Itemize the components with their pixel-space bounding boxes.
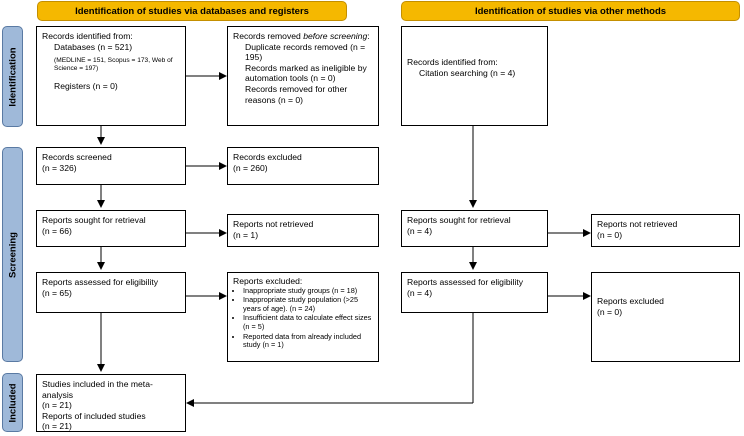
other-citation-searching: Citation searching (n = 4) [419,67,516,78]
other-reports-excluded-box: Reports excluded (n = 0) [591,272,740,362]
other-records-identified-title: Records identified from: [407,57,498,67]
records-databases: Databases (n = 521) [54,41,133,52]
reports-included-count: (n = 21) [42,421,72,432]
header-other-methods: Identification of studies via other meth… [401,1,740,21]
records-removed-title-em: before screening [303,31,368,41]
phase-screening: Screening [2,147,23,362]
reports-sought-box: Reports sought for retrieval (n = 66) [36,210,186,247]
reports-assessed-box: Reports assessed for eligibility (n = 65… [36,272,186,313]
reports-not-retrieved-count: (n = 1) [233,229,259,240]
records-identified-title: Records identified from: [42,31,133,41]
reports-not-retrieved-box: Reports not retrieved (n = 1) [227,214,379,247]
other-reports-assessed-count: (n = 4) [407,287,433,298]
other-reports-not-retrieved-count: (n = 0) [597,229,623,240]
header-databases: Identification of studies via databases … [37,1,347,21]
other-reports-excluded-label: Reports excluded [597,296,664,306]
other-reports-sought-label: Reports sought for retrieval [407,215,511,225]
other-reports-assessed-box: Reports assessed for eligibility (n = 4) [401,272,548,313]
records-removed-title-prefix: Records removed [233,31,304,41]
reports-excluded-title: Reports excluded: [233,276,303,286]
reports-excluded-reason: Inappropriate study population (>25 year… [243,295,373,313]
records-screened-box: Records screened (n = 326) [36,147,186,185]
records-screened-count: (n = 326) [42,162,77,173]
records-screened-label: Records screened [42,152,112,162]
reports-not-retrieved-label: Reports not retrieved [233,219,314,229]
reports-assessed-count: (n = 65) [42,287,72,298]
records-removed-ineligible: Records marked as ineligible by automati… [245,62,367,84]
reports-sought-count: (n = 66) [42,225,72,236]
reports-assessed-label: Reports assessed for eligibility [42,277,159,287]
records-removed-title: Records removed before screening: [233,31,373,42]
reports-excluded-reason: Insufficient data to calculate effect si… [243,314,373,331]
studies-included-box: Studies included in the meta-analysis (n… [36,374,186,432]
phase-identification: Identification [2,26,23,127]
other-reports-not-retrieved-label: Reports not retrieved [597,219,678,229]
records-removed-duplicates: Duplicate records removed (n = 195) [245,41,366,63]
records-databases-detail: (MEDLINE = 151, Scopus = 173, Web of Sci… [54,57,173,73]
records-removed-other: Records removed for other reasons (n = 0… [245,83,348,105]
studies-included-label: Studies included in the meta-analysis [42,379,153,400]
reports-excluded-reason: Inappropriate study groups (n = 18) [243,286,373,296]
reports-excluded-reason: Reported data from already included stud… [243,332,373,350]
other-reports-assessed-label: Reports assessed for eligibility [407,277,524,287]
other-reports-excluded-count: (n = 0) [597,306,623,317]
reports-excluded-list: Inappropriate study groups (n = 18) Inap… [233,286,373,350]
records-removed-title-suffix: : [367,31,370,41]
studies-included-count: (n = 21) [42,400,72,411]
records-excluded-count: (n = 260) [233,162,268,173]
reports-excluded-box: Reports excluded: Inappropriate study gr… [227,272,379,362]
reports-sought-label: Reports sought for retrieval [42,215,146,225]
other-records-identified-box: Records identified from: Citation search… [401,26,548,126]
records-excluded-label: Records excluded [233,152,302,162]
phase-included: Included [2,373,23,432]
records-removed-box: Records removed before screening: Duplic… [227,26,379,126]
records-registers: Registers (n = 0) [54,81,118,92]
records-identified-box: Records identified from: Databases (n = … [36,26,186,126]
other-reports-sought-box: Reports sought for retrieval (n = 4) [401,210,548,247]
reports-included-label: Reports of included studies [42,410,146,421]
records-excluded-box: Records excluded (n = 260) [227,147,379,185]
other-reports-sought-count: (n = 4) [407,225,433,236]
other-reports-not-retrieved-box: Reports not retrieved (n = 0) [591,214,740,247]
